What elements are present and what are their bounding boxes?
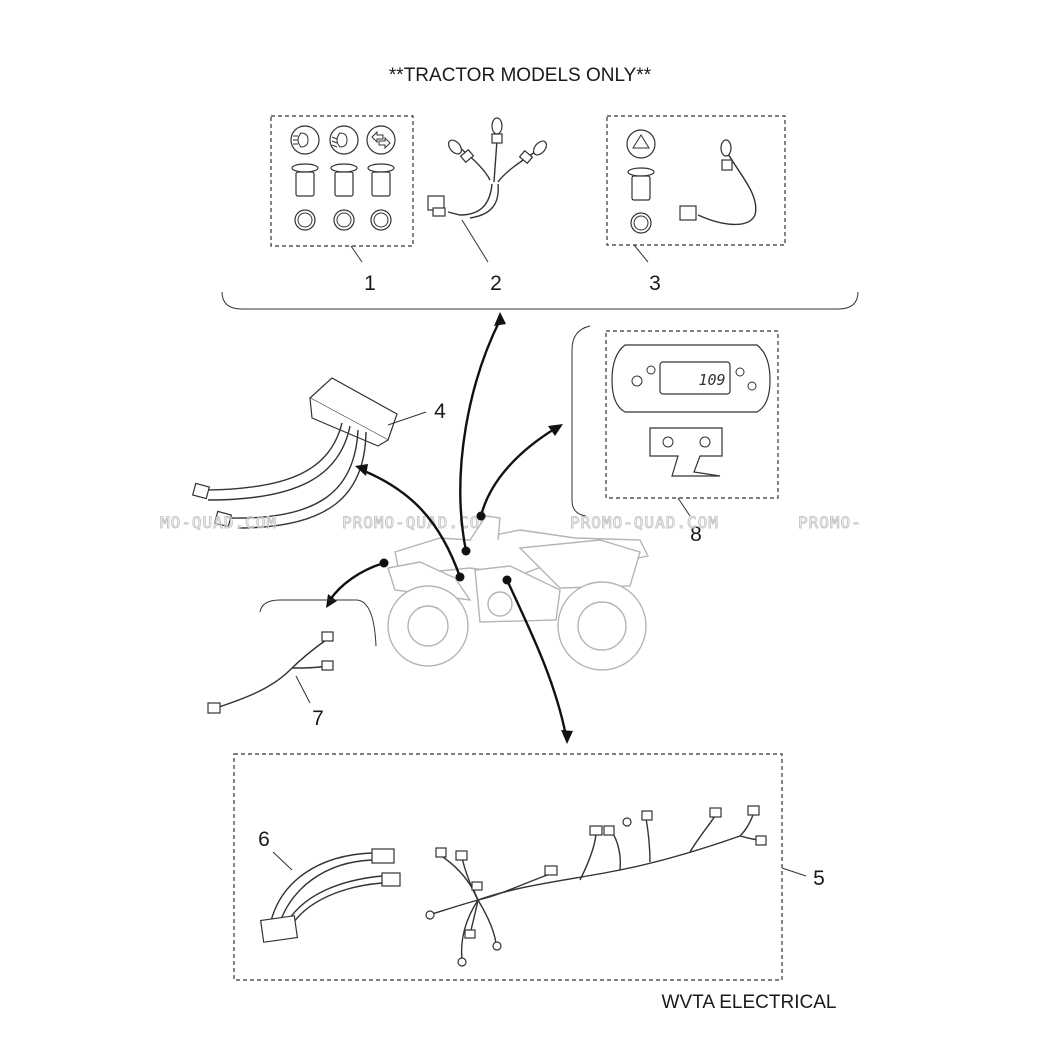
- watermark-text: PROMO-: [798, 513, 862, 532]
- part-number-2: 2: [490, 272, 502, 295]
- part-number-3: 3: [649, 272, 661, 295]
- part-8-instrument-cluster: 109: [605, 330, 779, 499]
- part-6-short-harness: [259, 848, 401, 943]
- part-number-7: 7: [312, 707, 324, 730]
- diagram-footer-title: WVTA ELECTRICAL: [662, 992, 837, 1013]
- part-5-box: [233, 753, 783, 981]
- headlight-icon: [290, 125, 320, 155]
- part-5-main-harness: [425, 805, 767, 967]
- leader-arrows: [326, 312, 573, 744]
- part-number-8: 8: [690, 523, 702, 546]
- part-number-4: 4: [434, 400, 446, 423]
- tractor-models-brace: [221, 291, 859, 310]
- turn-signal-icon: [366, 125, 396, 155]
- diagram-title: **TRACTOR MODELS ONLY**: [389, 65, 652, 86]
- part-2-bulb-harness: [427, 117, 548, 219]
- hazard-triangle-icon: [626, 129, 656, 159]
- part-4-control-module: [191, 377, 398, 529]
- watermark-row: MO-QUAD.COM PROMO-QUAD.COM PROMO-QUAD.CO…: [160, 513, 862, 533]
- part-number-5: 5: [813, 867, 825, 890]
- part-7-sub-harness: [207, 631, 334, 714]
- switch-bodies: [291, 163, 395, 197]
- part-1-switch-set: [270, 115, 414, 247]
- watermark-text: MO-QUAD.COM: [160, 513, 277, 532]
- retaining-clips: [294, 209, 392, 231]
- low-beam-icon: [329, 125, 359, 155]
- part-number-1: 1: [364, 272, 376, 295]
- watermark-text: PROMO-QUAD.COM: [570, 513, 719, 532]
- part-number-6: 6: [258, 828, 270, 851]
- atv-vehicle-outline: [387, 515, 650, 671]
- watermark-text: PROMO-QUAD.COM: [342, 513, 491, 532]
- part-3-hazard-switch: [606, 115, 786, 246]
- cluster-readout: 109: [698, 371, 725, 389]
